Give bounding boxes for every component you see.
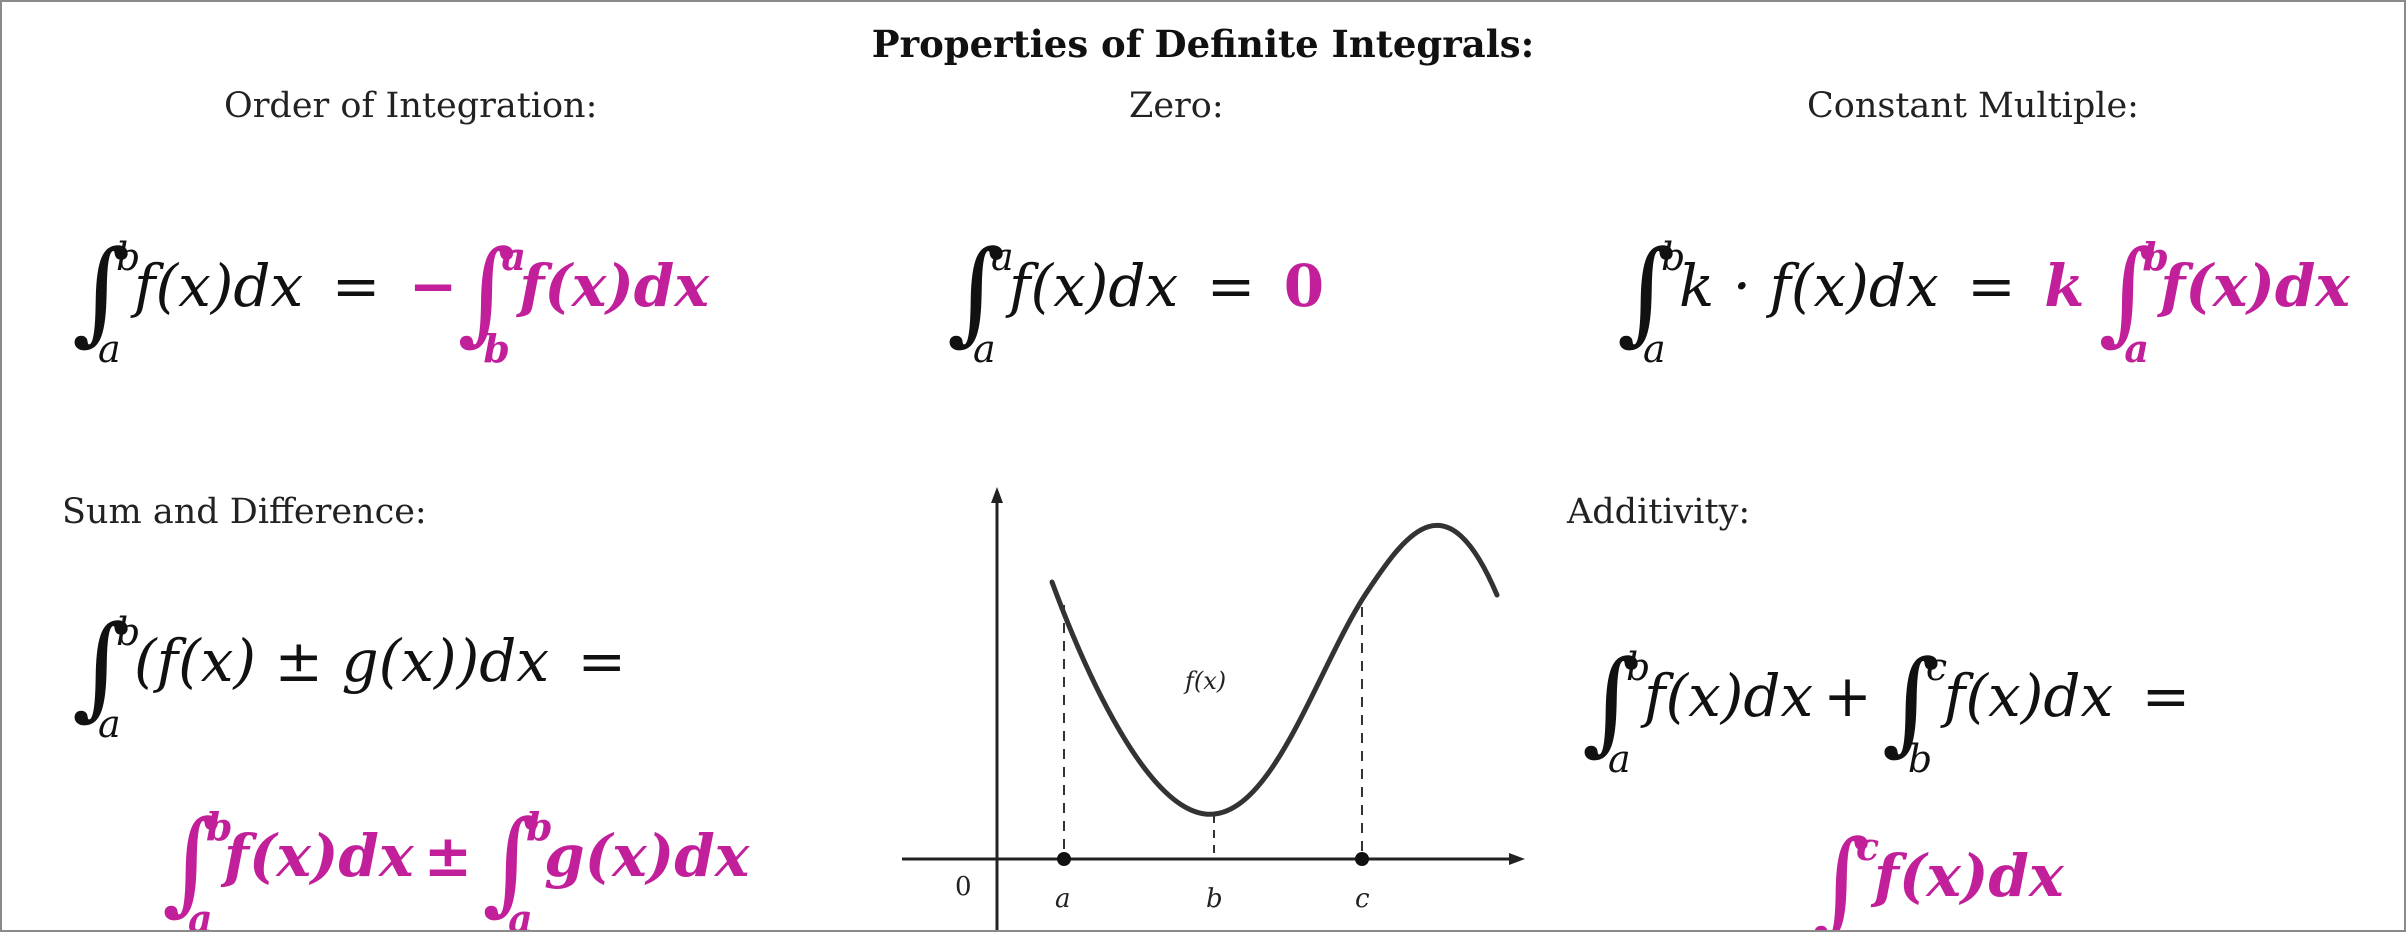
heading-additivity: Additivity: bbox=[1567, 492, 1751, 532]
integrand-f: f(x)dx bbox=[224, 822, 414, 890]
zero-value: 0 bbox=[1283, 252, 1325, 320]
integrand-g: g(x)dx bbox=[544, 822, 750, 890]
constant-k: k bbox=[2044, 252, 2085, 320]
minus-sign: − bbox=[408, 252, 458, 320]
integrand-highlight: f(x)dx bbox=[519, 252, 709, 320]
plus-minus: ± bbox=[423, 822, 473, 890]
x-axis-arrow bbox=[1509, 853, 1525, 865]
origin-label: 0 bbox=[955, 872, 972, 902]
x-label-b: b bbox=[1206, 884, 1223, 914]
integrand: (f(x) ± g(x))dx bbox=[134, 627, 550, 695]
heading-order-of-integration: Order of Integration: bbox=[224, 86, 598, 126]
curve-f bbox=[1049, 523, 1500, 817]
heading-sum-and-difference: Sum and Difference: bbox=[62, 492, 427, 532]
page-title: Properties of Definite Integrals: bbox=[871, 22, 1535, 66]
point-c bbox=[1355, 852, 1369, 866]
x-label-a: a bbox=[1055, 884, 1071, 914]
heading-zero: Zero: bbox=[1129, 86, 1224, 126]
heading-constant-multiple: Constant Multiple: bbox=[1807, 86, 2139, 126]
integrand-highlight: f(x)dx bbox=[2160, 252, 2350, 320]
integrand: f(x)dx bbox=[1644, 662, 1814, 730]
formula-additivity-rhs: ∫caf(x)dx bbox=[1812, 817, 2064, 932]
y-axis-arrow bbox=[991, 487, 1003, 503]
function-graph: f(x) 0 a b c bbox=[902, 487, 1525, 930]
integrand: f(x)dx bbox=[1009, 252, 1179, 320]
integrand: f(x)dx bbox=[134, 252, 304, 320]
x-label-c: c bbox=[1355, 884, 1370, 914]
integrand-highlight: f(x)dx bbox=[1874, 842, 2064, 910]
integral-sign: ∫ca bbox=[1812, 817, 1880, 932]
point-a bbox=[1057, 852, 1071, 866]
integrand: f(x)dx bbox=[1943, 662, 2114, 730]
integrand: k · f(x)dx bbox=[1679, 252, 1939, 320]
curve-label: f(x) bbox=[1183, 667, 1226, 695]
